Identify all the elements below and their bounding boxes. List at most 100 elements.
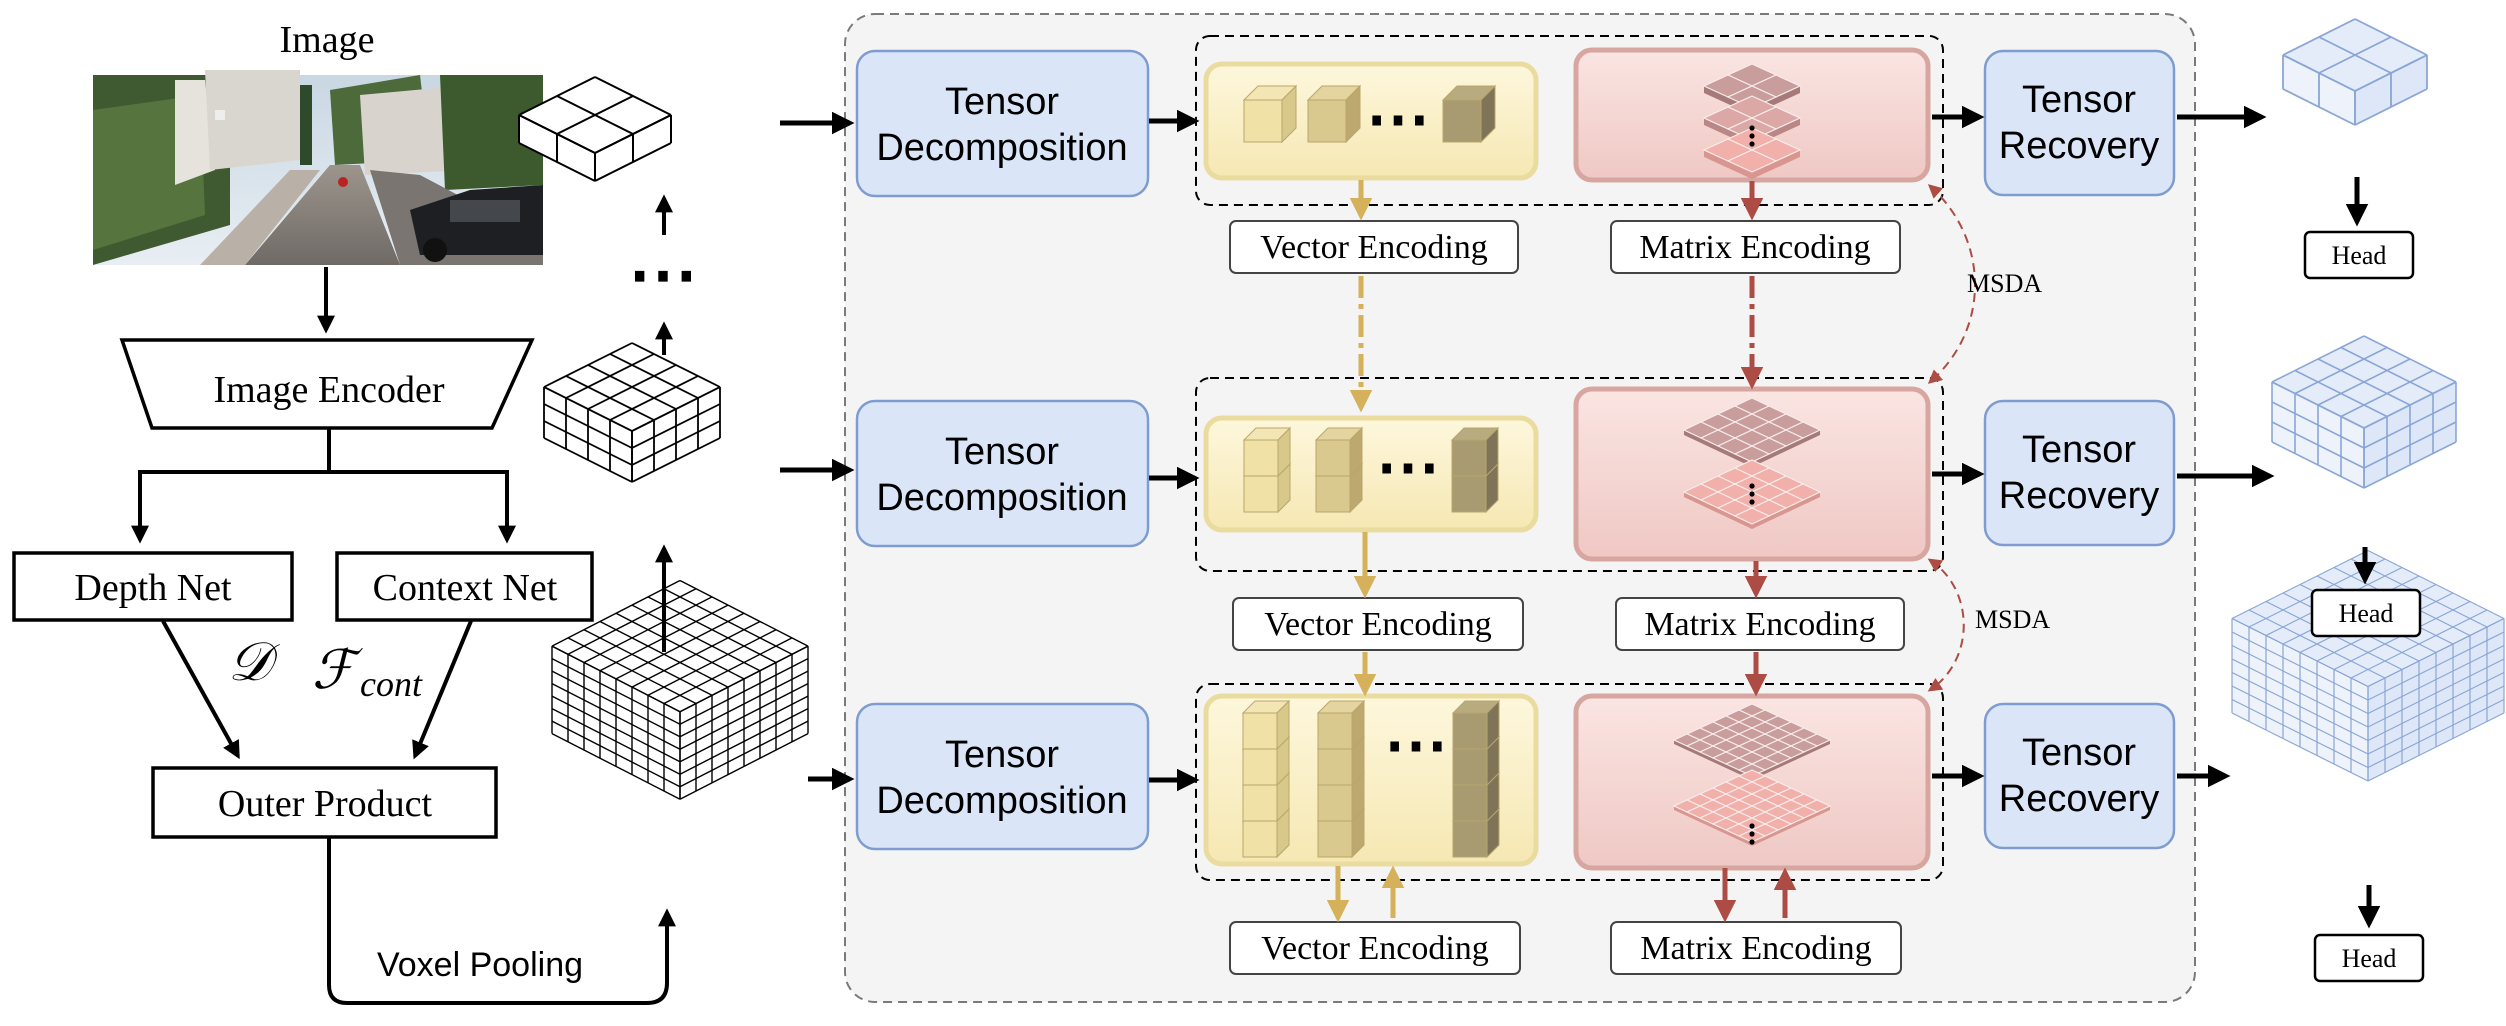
image-encoder-label: Image Encoder [213, 369, 444, 411]
vector-factor-3a-cell [1241, 699, 1291, 751]
context-to-outer-arrow [412, 620, 473, 760]
matrix-ellipsis-dot [1749, 133, 1755, 139]
output-tensor-medium [2271, 335, 2457, 489]
tensor-recovery-label-3a: Tensor [2022, 732, 2136, 774]
voxel-tensor-medium [543, 342, 721, 483]
vector-encoding-label-1: Vector Encoding [1260, 229, 1488, 266]
msda-curve-2 [1927, 558, 1965, 692]
outer-product-block [151, 766, 498, 839]
vector-factor-2a-cell [1242, 426, 1292, 478]
outer-product-label: Outer Product [218, 783, 433, 825]
output-tensor-small [2282, 18, 2428, 126]
context-net-block [335, 551, 594, 622]
head-label-2: Head [2339, 599, 2394, 628]
image-title: Image [280, 19, 375, 61]
context-symbol-subscript: cont [360, 664, 423, 704]
matrix-factor-3b [1672, 769, 1832, 846]
msda-label-2: MSDA [1975, 605, 2050, 634]
matrix-encoding-label-2: Matrix Encoding [1644, 606, 1875, 643]
vector-factor-3a [1241, 699, 1291, 859]
depth-symbol: 𝒟 [228, 632, 280, 692]
tensor-recovery-box-3 [1983, 702, 2176, 850]
tensor-decomposition-label-3b: Decomposition [876, 780, 1127, 822]
tensor-recovery-label-1a: Tensor [2022, 79, 2136, 121]
matrix-ellipsis-dot [1749, 499, 1755, 505]
head-box-2 [2310, 588, 2422, 638]
vector-factor-3b [1316, 699, 1366, 859]
voxel-pooling-label: Voxel Pooling [377, 946, 583, 984]
vector-factor-1a [1242, 84, 1298, 144]
tensor-decomposition-box-2 [855, 399, 1150, 548]
tensor-recovery-label-3b: Recovery [1999, 778, 2160, 820]
vector-encoding-box-2 [1232, 597, 1524, 651]
voxel-pooling-connector [327, 838, 676, 1005]
head-box-1 [2303, 230, 2415, 280]
voxel-tensor-small [518, 76, 672, 182]
output-tensor-large [2231, 549, 2505, 782]
encoder-split-connector [131, 428, 331, 544]
tensor-decomposition-label-1b: Decomposition [876, 127, 1127, 169]
matrix-ellipsis-dot [1749, 483, 1755, 489]
vector-ellipsis-3: ⋯ [1384, 709, 1448, 780]
vector-factor-2a [1242, 426, 1292, 514]
tensor-decomposition-box-3 [855, 702, 1150, 851]
encoder-split-connector-right [329, 470, 516, 544]
matrix-ellipsis-dot [1749, 125, 1755, 131]
tensor-recovery-label-2a: Tensor [2022, 429, 2136, 471]
voxel-tensor-large [551, 579, 809, 800]
context-net-label: Context Net [373, 567, 558, 609]
tensor-decomposition-label-1a: Tensor [945, 81, 1059, 123]
tensor-recovery-label-2b: Recovery [1999, 475, 2160, 517]
vector-factor-2b-cell [1314, 426, 1364, 478]
tensor-recovery-box-1 [1983, 49, 2176, 197]
depth-to-outer-arrow [161, 620, 240, 760]
matrix-ellipsis-dot [1749, 141, 1755, 147]
vector-factor-3c [1451, 699, 1501, 859]
vector-encoding-box-3 [1229, 921, 1521, 975]
matrix-factor-1c [1702, 127, 1802, 179]
vector-factor-1b [1306, 84, 1362, 144]
matrix-encoding-box-1 [1610, 220, 1901, 274]
matrix-encoding-label-3: Matrix Encoding [1640, 930, 1871, 967]
vector-factor-2b [1314, 426, 1364, 514]
matrix-factor-2a [1682, 397, 1822, 467]
factor-illustrations [1241, 63, 1832, 859]
head-label-3: Head [2342, 944, 2397, 973]
tensor-decomposition-label-2a: Tensor [945, 431, 1059, 473]
depth-net-block [12, 551, 294, 622]
vector-ellipsis-2: ⋯ [1376, 431, 1440, 502]
vector-factor-2a-cell [1242, 462, 1292, 514]
tensor-decomposition-box-1 [855, 49, 1150, 198]
vector-factor-3b-cell [1316, 699, 1366, 751]
voxel-ellipsis: ⋯ [628, 237, 698, 314]
matrix-ellipsis-dot [1749, 491, 1755, 497]
vector-encoding-label-3: Vector Encoding [1261, 930, 1489, 967]
tensor-decomposition-label-2b: Decomposition [876, 477, 1127, 519]
vector-encoding-box-1 [1229, 220, 1519, 274]
head-label-1: Head [2332, 241, 2387, 270]
tensor-decomposition-label-3a: Tensor [945, 734, 1059, 776]
vector-factor-3c-cell [1451, 699, 1501, 751]
input-street-photo [93, 70, 543, 265]
tensor-recovery-box-2 [1983, 399, 2176, 547]
vector-factor-2c [1450, 426, 1500, 514]
vector-factor-2c-cell [1450, 426, 1500, 478]
vector-factor-1c [1441, 84, 1497, 144]
tensor-recovery-label-1b: Recovery [1999, 125, 2160, 167]
matrix-factor-3a [1672, 703, 1832, 780]
context-symbol: ℱ [312, 640, 363, 700]
matrix-ellipsis-dot [1749, 831, 1755, 837]
multiscale-voxel-tensors [518, 76, 809, 800]
matrix-ellipsis-dot [1749, 839, 1755, 845]
output-voxel-tensors [2231, 18, 2505, 782]
msda-label-1: MSDA [1967, 269, 2042, 298]
matrix-factor-2b [1682, 459, 1822, 529]
vector-ellipsis-1: ⋯ [1366, 83, 1430, 154]
matrix-ellipsis-dot [1749, 823, 1755, 829]
matrix-encoding-box-3 [1610, 921, 1902, 975]
msda-curve-1 [1927, 184, 1976, 384]
vector-encoding-label-2: Vector Encoding [1264, 606, 1492, 643]
image-encoder-block [119, 338, 535, 430]
head-box-3 [2313, 933, 2425, 983]
